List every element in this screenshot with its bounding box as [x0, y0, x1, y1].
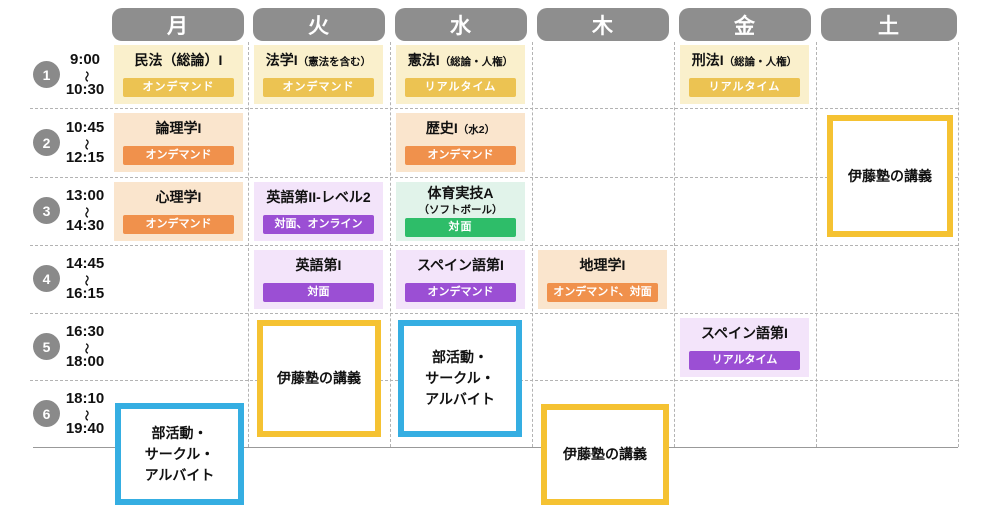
class-badge: オンデマンド: [405, 146, 516, 165]
class-cell-english2: 英語第II-レベル2 対面、オンライン: [254, 182, 383, 241]
period-6-number: 6: [33, 400, 60, 427]
period-2-time: 10:45 〜 12:15: [58, 120, 112, 165]
class-cell-constitution: 憲法I（総論・人権） リアルタイム: [396, 45, 525, 104]
period-6-start: 18:10: [65, 390, 105, 407]
class-badge: 対面: [405, 218, 516, 237]
grid-vline: [816, 42, 817, 447]
box-label: 部活動・ サークル・ アルバイト: [425, 349, 495, 407]
class-badge: オンデマンド: [405, 283, 516, 302]
grid-hline: [30, 177, 958, 178]
class-cell-history: 歴史I（水2） オンデマンド: [396, 113, 525, 172]
tilde-glyph: 〜: [79, 343, 92, 354]
box-itojuku-thu: 伊藤塾の講義: [541, 404, 669, 505]
class-cell-criminal-law: 刑法I（総論・人権） リアルタイム: [680, 45, 809, 104]
box-label: 伊藤塾の講義: [277, 370, 361, 386]
period-1-number: 1: [33, 61, 60, 88]
class-badge: オンデマンド: [123, 215, 234, 234]
box-itojuku-tue: 伊藤塾の講義: [257, 320, 381, 437]
table-bottom-line: [33, 447, 958, 448]
period-3-number: 3: [33, 197, 60, 224]
class-cell-law-intro: 法学I（憲法を含む） オンデマンド: [254, 45, 383, 104]
period-4-end: 16:15: [65, 285, 105, 302]
period-6-time: 18:10 〜 19:40: [58, 391, 112, 436]
tilde-glyph: 〜: [79, 410, 92, 421]
tilde-glyph: 〜: [79, 71, 92, 82]
box-label: 伊藤塾の講義: [563, 446, 647, 462]
period-4-time: 14:45 〜 16:15: [58, 256, 112, 301]
class-title: 民法（総論）I: [134, 52, 223, 68]
day-header-tue: 火: [253, 8, 385, 41]
day-header-sat: 土: [821, 8, 957, 41]
class-cell-spanish-wed: スペイン語第I オンデマンド: [396, 250, 525, 309]
period-6-end: 19:40: [65, 420, 105, 437]
class-cell-civil-law: 民法（総論）I オンデマンド: [114, 45, 243, 104]
grid-vline: [958, 42, 959, 447]
period-5-end: 18:00: [65, 353, 105, 370]
box-club-wed: 部活動・ サークル・ アルバイト: [398, 320, 522, 437]
class-cell-spanish-fri: スペイン語第I リアルタイム: [680, 318, 809, 377]
period-2-number: 2: [33, 129, 60, 156]
day-header-thu: 木: [537, 8, 669, 41]
period-1-time: 9:00 〜 10:30: [58, 52, 112, 97]
class-title: 論理学I: [155, 120, 202, 136]
class-badge: 対面、オンライン: [263, 215, 374, 234]
box-label: 部活動・ サークル・ アルバイト: [144, 424, 215, 483]
class-badge: リアルタイム: [405, 78, 516, 97]
period-5-start: 16:30: [65, 323, 105, 340]
class-title: 体育実技A（ソフトボール）: [418, 185, 503, 217]
grid-vline: [248, 42, 249, 447]
box-label: 伊藤塾の講義: [848, 167, 932, 184]
class-badge: 対面: [263, 283, 374, 302]
period-4-number: 4: [33, 265, 60, 292]
class-cell-logic: 論理学I オンデマンド: [114, 113, 243, 172]
class-badge: オンデマンド: [263, 78, 374, 97]
tilde-glyph: 〜: [79, 139, 92, 150]
box-itojuku-sat: 伊藤塾の講義: [827, 115, 953, 237]
class-title: スペイン語第I: [417, 257, 504, 273]
grid-vline: [390, 42, 391, 447]
grid-hline: [30, 108, 958, 109]
class-cell-psychology: 心理学I オンデマンド: [114, 182, 243, 241]
class-title: 憲法I（総論・人権）: [407, 52, 514, 69]
grid-hline: [30, 245, 958, 246]
class-title: 法学I（憲法を含む）: [265, 52, 372, 69]
period-3-time: 13:00 〜 14:30: [58, 188, 112, 233]
day-header-fri: 金: [679, 8, 811, 41]
period-2-start: 10:45: [65, 119, 105, 136]
period-5-time: 16:30 〜 18:00: [58, 324, 112, 369]
class-badge: オンデマンド、対面: [547, 283, 658, 302]
period-3-end: 14:30: [65, 217, 105, 234]
class-cell-pe: 体育実技A（ソフトボール） 対面: [396, 182, 525, 241]
day-header-wed: 水: [395, 8, 527, 41]
period-3-start: 13:00: [65, 187, 105, 204]
day-header-mon: 月: [112, 8, 244, 41]
period-4-start: 14:45: [65, 255, 105, 272]
class-title: 刑法I（総論・人権）: [691, 52, 798, 69]
class-badge: オンデマンド: [123, 78, 234, 97]
period-2-end: 12:15: [65, 149, 105, 166]
grid-vline: [674, 42, 675, 447]
box-club-mon: 部活動・ サークル・ アルバイト: [115, 403, 244, 505]
grid-hline: [30, 313, 958, 314]
class-title: 英語第I: [295, 257, 342, 273]
class-title: 心理学I: [155, 189, 202, 205]
class-badge: リアルタイム: [689, 78, 800, 97]
class-title: 英語第II-レベル2: [266, 189, 371, 205]
class-badge: リアルタイム: [689, 351, 800, 370]
period-1-end: 10:30: [65, 81, 105, 98]
tilde-glyph: 〜: [79, 207, 92, 218]
class-badge: オンデマンド: [123, 146, 234, 165]
class-cell-english1: 英語第I 対面: [254, 250, 383, 309]
class-title: 地理学I: [579, 257, 626, 273]
class-title: スペイン語第I: [701, 325, 788, 341]
tilde-glyph: 〜: [79, 275, 92, 286]
period-1-start: 9:00: [69, 51, 101, 68]
class-cell-geography: 地理学I オンデマンド、対面: [538, 250, 667, 309]
period-5-number: 5: [33, 333, 60, 360]
grid-vline: [532, 42, 533, 447]
class-title: 歴史I（水2）: [425, 120, 496, 137]
